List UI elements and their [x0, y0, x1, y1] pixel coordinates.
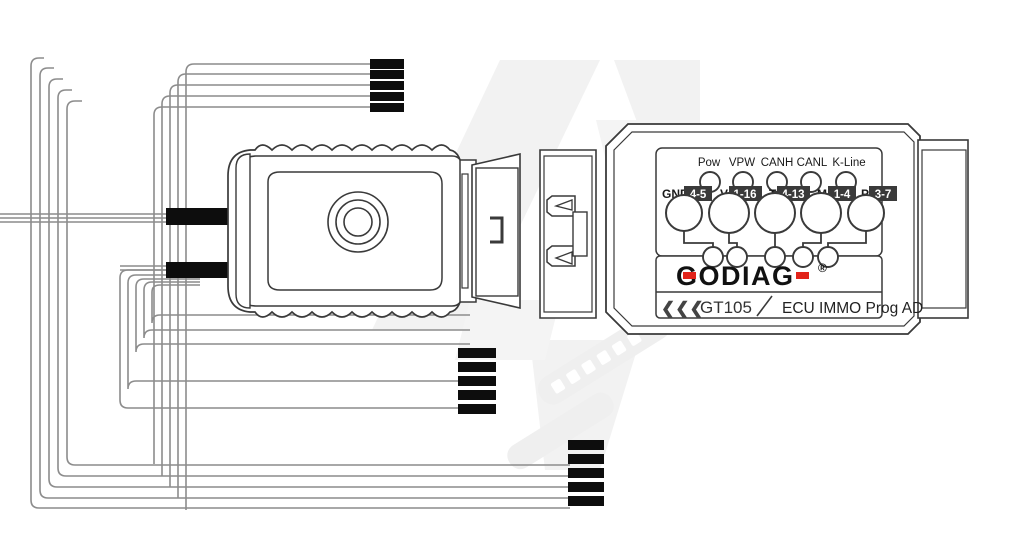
jack-range-p: 3-7	[875, 189, 892, 201]
middle-harness-tips	[458, 348, 496, 414]
obd-plug-body	[471, 149, 597, 319]
latch-tab-lower	[546, 245, 576, 267]
chevrons-left-icon: ❮❮❮	[661, 299, 704, 319]
top-harness	[153, 63, 372, 300]
top-harness-tips	[370, 59, 404, 112]
banana-jack-row	[665, 192, 885, 234]
signal-row-labels: Pow VPW CANH CANL K-Line	[698, 157, 866, 169]
jack-range-m: 1-4	[834, 189, 851, 201]
signal-label-vpw: VPW	[729, 157, 755, 169]
banana-jack-v[interactable]	[708, 192, 750, 234]
upper-input-bundle	[0, 208, 228, 225]
jack-traces	[683, 231, 867, 248]
top-harness-left-risers	[153, 300, 187, 510]
godiag-logo: GODIAG ®	[676, 261, 827, 291]
banana-jack-p[interactable]	[847, 194, 885, 232]
left-outer-loop-top	[30, 57, 82, 224]
latch-tab-upper	[546, 195, 576, 217]
registered-mark: ®	[818, 261, 827, 275]
small-jack-2[interactable]	[726, 246, 748, 268]
model-row: ❮❮❮ GT105 ECU IMMO Prog AD	[661, 295, 923, 319]
small-jack-4[interactable]	[792, 246, 814, 268]
small-jack-3[interactable]	[764, 246, 786, 268]
lower-input-bundle	[120, 262, 228, 278]
subtitle-label: ECU IMMO Prog AD	[782, 300, 923, 317]
ecu-immobilizer-box	[227, 144, 477, 318]
signal-label-pow: Pow	[698, 157, 721, 169]
logo-red-bar-left	[683, 272, 696, 279]
jack-label-p: P	[861, 187, 869, 201]
small-jack-5[interactable]	[817, 246, 839, 268]
small-jack-row	[702, 246, 839, 268]
signal-label-kline: K-Line	[832, 157, 865, 169]
small-jack-1[interactable]	[702, 246, 724, 268]
left-outer-loop-wires	[30, 222, 570, 509]
model-label: GT105	[700, 298, 752, 317]
godiag-gt105-adapter: Pow VPW CANH CANL K-Line GND	[605, 123, 969, 335]
banana-jack-gnd[interactable]	[665, 194, 703, 232]
signal-label-canl: CANL	[797, 157, 828, 169]
middle-harness	[119, 290, 470, 409]
banana-jack-t[interactable]	[754, 192, 796, 234]
logo-red-bar-right	[796, 272, 809, 279]
banana-jack-m[interactable]	[800, 192, 842, 234]
bottom-harness-tips	[568, 440, 604, 506]
signal-label-canh: CANH	[761, 157, 794, 169]
